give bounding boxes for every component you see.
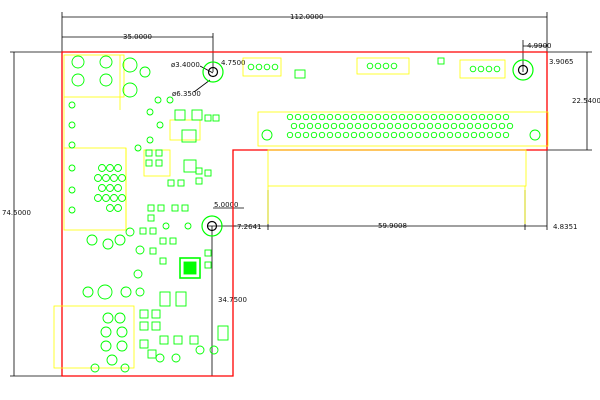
dim-right-height: 22.5400 <box>572 97 600 105</box>
silkscreen <box>53 54 549 369</box>
dim-right-hole-offset2: 3.9065 <box>549 58 574 66</box>
dim-mid-hole: 5.0000 <box>214 201 239 209</box>
dim-left-ref: 35.0000 <box>123 33 152 41</box>
dim-left-height: 74.5000 <box>2 209 31 217</box>
dim-pad-dia: ø6.3500 <box>172 90 201 98</box>
connector-pads <box>286 113 514 139</box>
dim-connector-width: 59.9008 <box>378 222 407 230</box>
dim-connector-left: 7.2641 <box>237 223 262 231</box>
dimension-labels: 112.0000 35.0000 4.9900 3.9065 22.5400 7… <box>2 13 600 304</box>
dim-right-hole-offset: 4.9900 <box>527 42 552 50</box>
dim-hole-dia: ø3.4000 <box>171 61 200 69</box>
dim-overall-width: 112.0000 <box>290 13 323 21</box>
dim-hole-radius: 4.7500 <box>221 59 246 67</box>
mounting-holes <box>201 59 534 237</box>
board-outline <box>61 51 548 377</box>
pads <box>68 55 541 373</box>
dim-connector-right: 4.8351 <box>553 223 578 231</box>
